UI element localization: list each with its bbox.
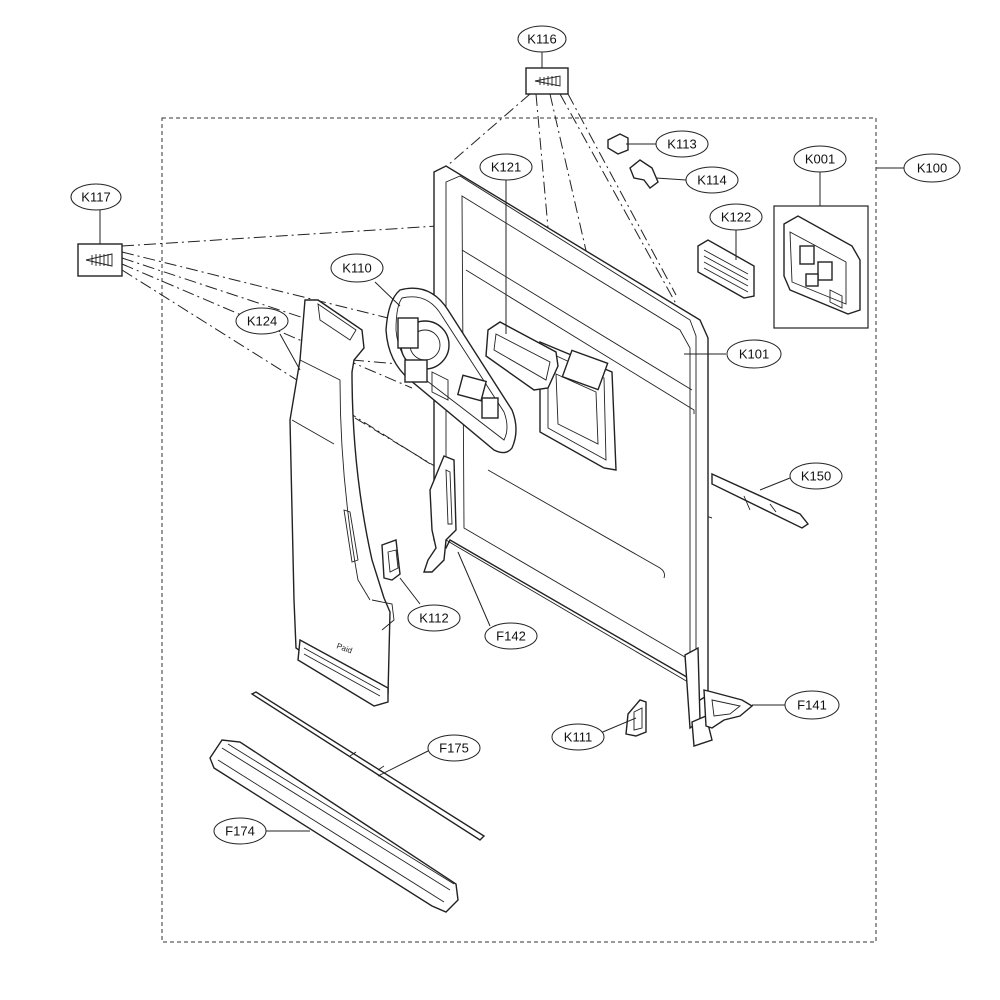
- callout-k124: K124: [235, 307, 289, 335]
- callout-label: F142: [496, 629, 526, 644]
- callout-k112: K112: [407, 604, 461, 632]
- grille-k122: [697, 239, 755, 299]
- callout-f141: F141: [784, 690, 840, 720]
- callout-k116: K116: [517, 25, 567, 53]
- cable-k150: [711, 472, 810, 529]
- callout-label: K001: [805, 152, 835, 167]
- leaders-k116: [439, 93, 686, 321]
- callout-label: F174: [225, 824, 255, 839]
- callout-k113: K113: [655, 130, 709, 158]
- rail-f174: [209, 739, 459, 913]
- callout-label: K122: [721, 210, 751, 225]
- callout-label: K117: [81, 190, 110, 205]
- callout-k101: K101: [726, 339, 782, 369]
- hinge-f142: [423, 455, 457, 573]
- callout-label: K113: [667, 137, 696, 152]
- callout-k111: K111: [551, 723, 605, 751]
- callout-k117: K117: [70, 183, 122, 211]
- clip-k114: [629, 159, 659, 189]
- callout-label: K114: [697, 173, 726, 188]
- callout-f142: F142: [484, 622, 538, 650]
- detergent-opening: [539, 340, 617, 471]
- callout-f174: F174: [213, 817, 267, 845]
- door-outer-panel-k101: [433, 165, 713, 747]
- callout-label: K121: [491, 160, 521, 175]
- callout-k150: K150: [789, 462, 843, 490]
- callout-label: K101: [739, 347, 769, 362]
- callout-k114: K114: [685, 166, 739, 194]
- callout-label: K100: [917, 161, 947, 176]
- hinge-f141: [703, 689, 754, 729]
- callout-k100: K100: [903, 153, 961, 183]
- callout-label: K116: [527, 32, 556, 47]
- callout-label: K124: [247, 314, 277, 329]
- callout-label: K112: [419, 611, 448, 626]
- callout-label: F175: [439, 741, 469, 756]
- screw-k117: [77, 243, 123, 277]
- callout-label: F141: [797, 698, 827, 713]
- callout-k121: K121: [479, 153, 533, 181]
- callout-k001: K001: [793, 145, 847, 173]
- callout-label: K111: [564, 730, 592, 745]
- door-trim-k124: Paid: [289, 299, 395, 707]
- callout-label: K150: [801, 469, 831, 484]
- screw-k116: [525, 67, 569, 95]
- control-module-k001: [773, 205, 869, 329]
- strip-f175: [250, 691, 486, 841]
- gasket-k121: [485, 321, 559, 391]
- leader-lines: [99, 52, 904, 832]
- callout-f175: F175: [427, 734, 481, 762]
- callout-label: K110: [342, 261, 371, 276]
- assembly-frame: [161, 117, 877, 943]
- callout-k110: K110: [330, 253, 384, 283]
- latch-k113: [607, 133, 629, 155]
- vent-assembly-k110: [385, 287, 517, 454]
- callout-k122: K122: [709, 203, 763, 231]
- bracket-k112: [381, 539, 401, 581]
